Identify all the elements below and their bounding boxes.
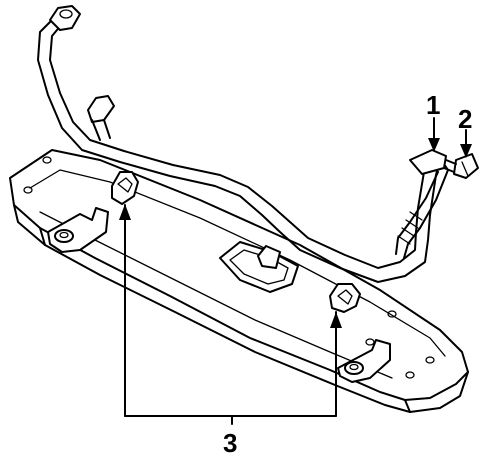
callout-3: 3 [223,428,237,458]
line-clip-left [111,171,139,205]
radiator-support-crossmember [9,149,469,413]
right-mount-bracket [337,339,391,383]
center-latch-pocket [219,241,299,293]
callout-2: 2 [458,104,472,134]
leader-lines [119,117,472,425]
callout-1: 1 [426,90,440,120]
oil-cooler-lines [37,5,479,283]
line-clip-right [329,283,361,313]
left-mount-bracket [47,207,109,253]
